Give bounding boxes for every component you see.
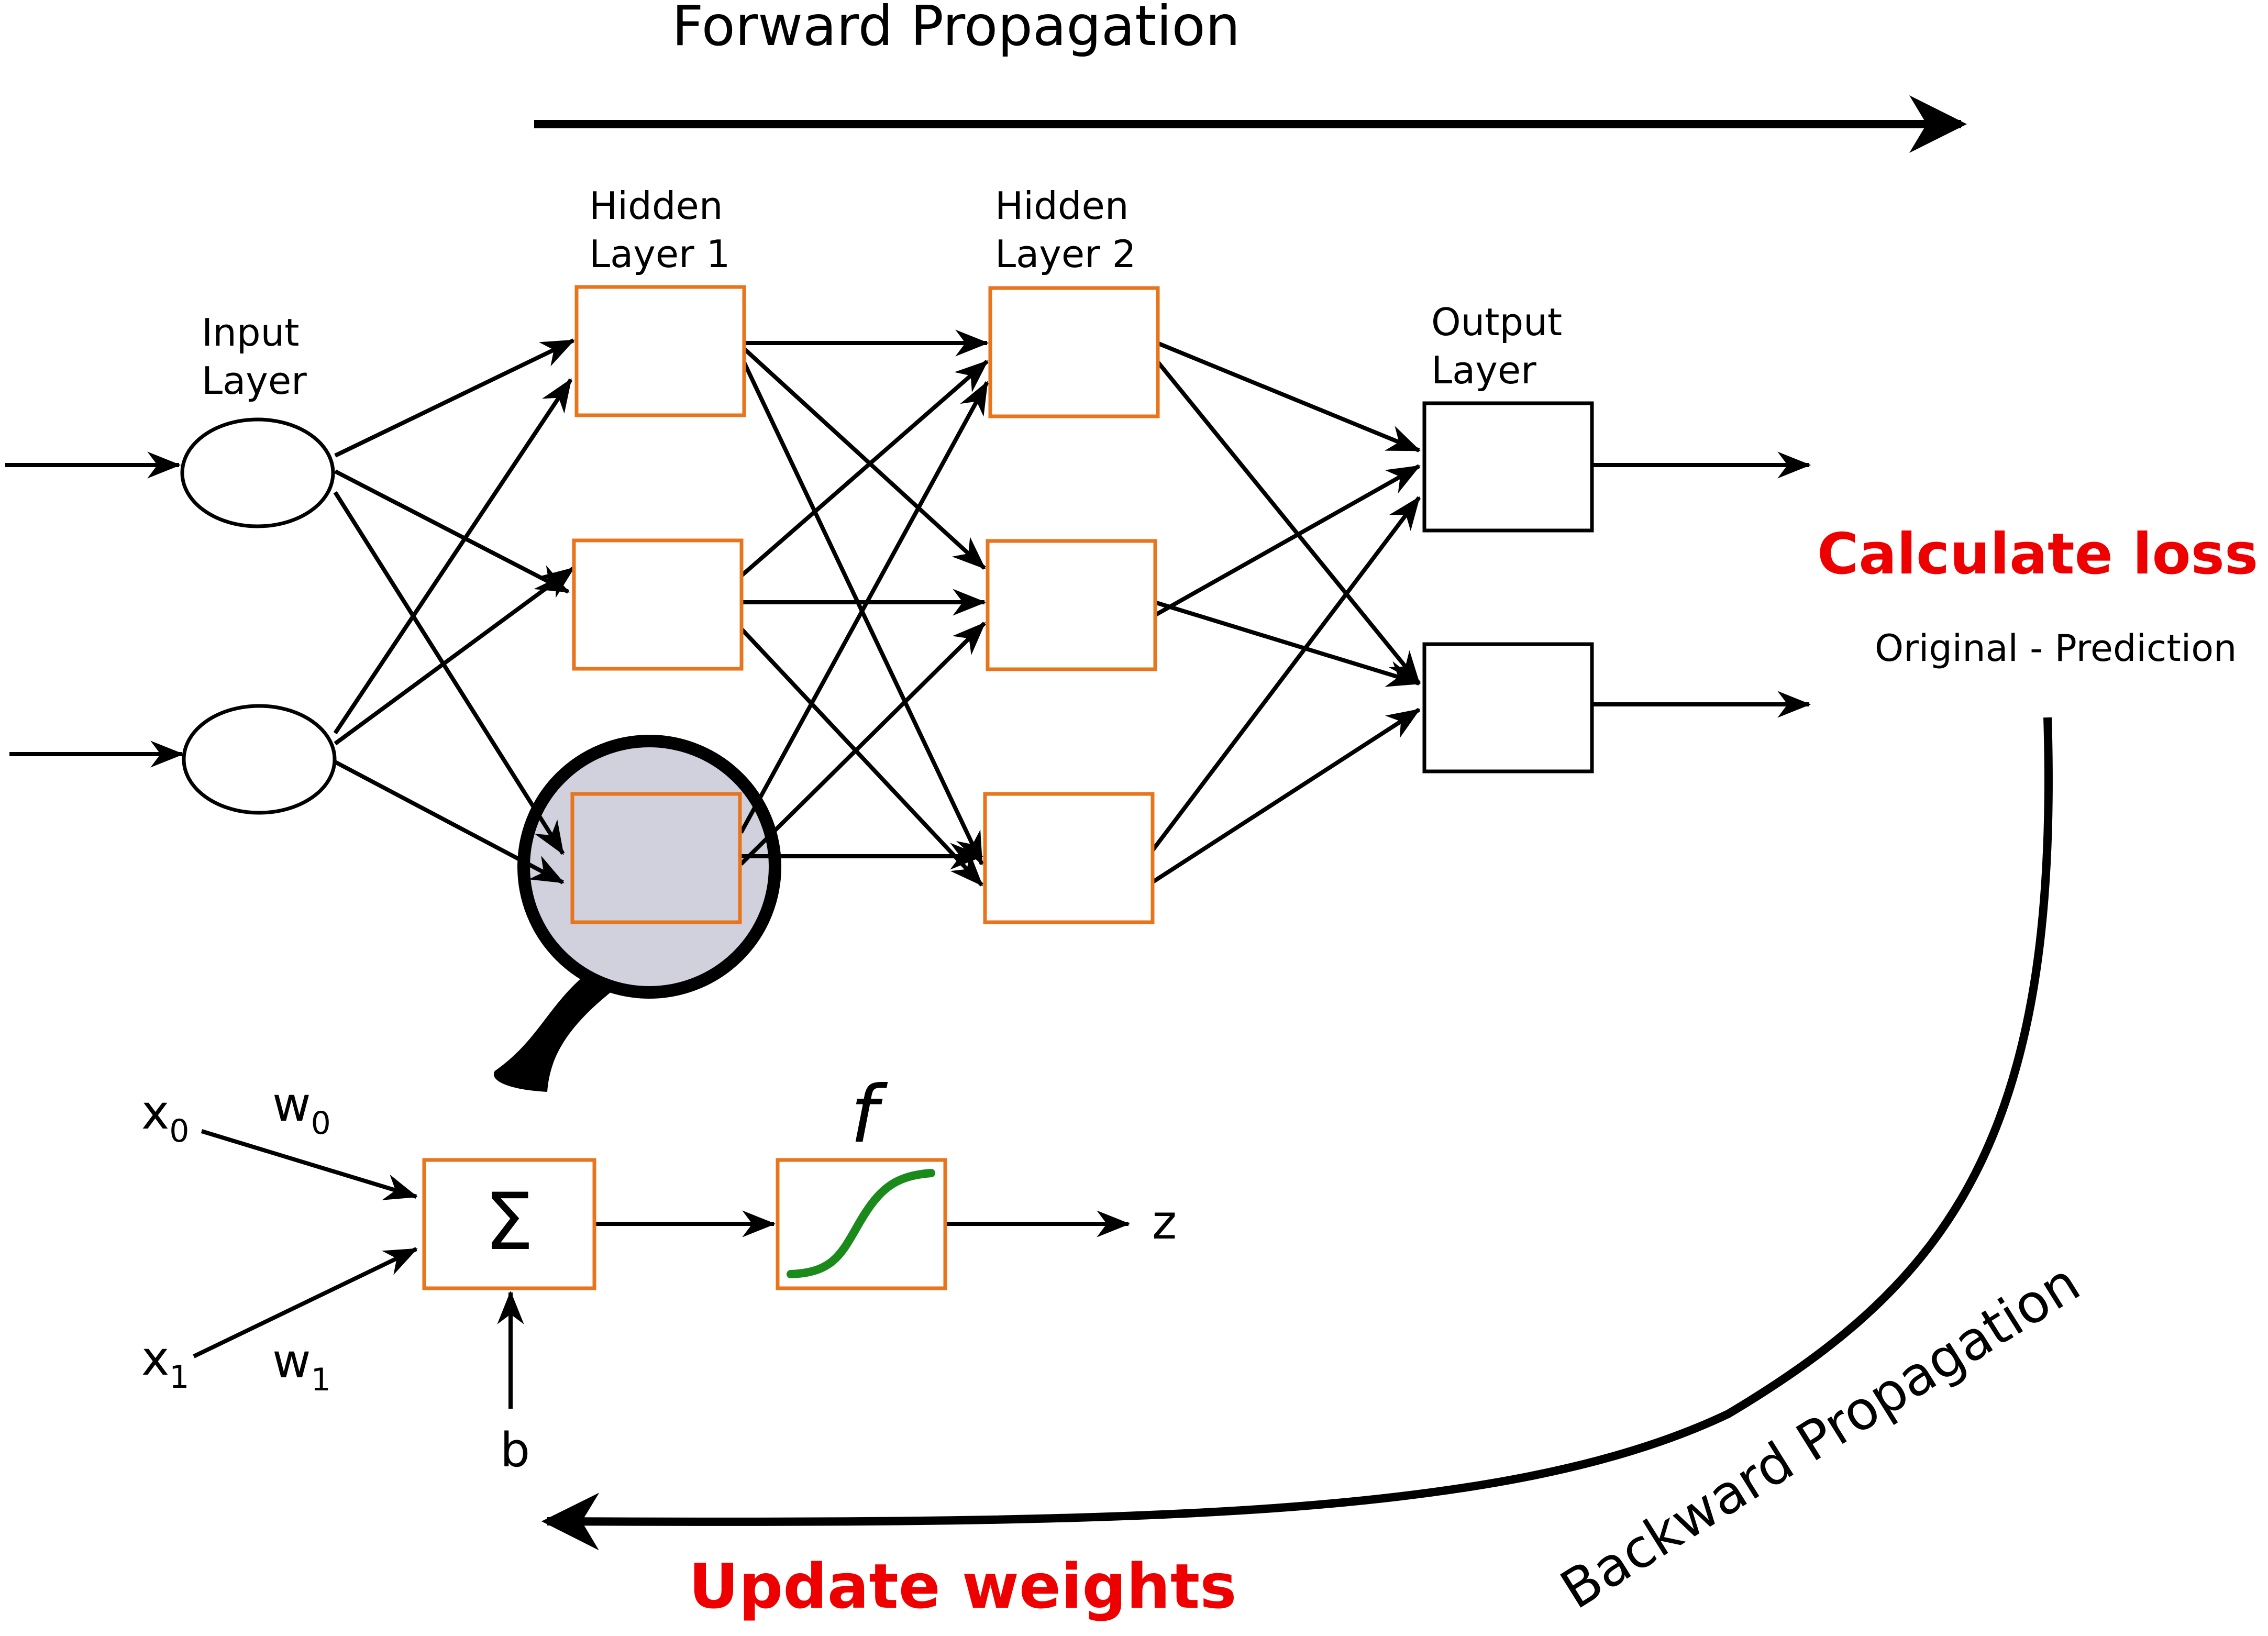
hidden-node	[986, 539, 1157, 671]
input-node	[182, 704, 337, 815]
svg-text:Layer: Layer	[202, 359, 307, 403]
input-x1-label: x1	[141, 1331, 189, 1396]
bias-label: b	[500, 1423, 530, 1478]
output-node	[1422, 642, 1594, 773]
network-connections	[5, 329, 1811, 887]
loss-formula: Original - Prediction	[1875, 627, 2237, 670]
hidden-node	[574, 285, 746, 417]
activation-function-label: f	[850, 1069, 888, 1160]
output-z-label: z	[1152, 1195, 1177, 1250]
weight-w1-label: w1	[272, 1334, 331, 1398]
svg-text:Input: Input	[202, 311, 299, 355]
svg-text:Output: Output	[1431, 300, 1562, 344]
sum-symbol: Σ	[484, 1177, 534, 1268]
sigmoid-curve	[787, 1169, 935, 1278]
output-layer-label: Output Layer	[1431, 300, 1562, 392]
hidden-layer-1-nodes	[570, 285, 746, 924]
input-layer-nodes	[180, 417, 337, 815]
hidden-node	[983, 792, 1155, 924]
hidden-node	[572, 538, 744, 671]
backward-propagation-title: Backward Propagation	[1550, 1252, 2090, 1621]
neuron-detail: Σ f x0 w0 x1 w1 b z	[141, 1069, 1177, 1478]
hidden-layer-1-label: Hidden Layer 1	[589, 184, 730, 276]
hidden-node-highlighted	[570, 792, 742, 924]
svg-text:Hidden: Hidden	[995, 184, 1129, 228]
hidden-node	[988, 286, 1160, 418]
forward-propagation-title: Forward Propagation	[672, 0, 1240, 58]
input-x0-label: x0	[141, 1085, 189, 1149]
svg-text:Layer 1: Layer 1	[589, 232, 730, 276]
sum-node	[422, 1158, 596, 1290]
hidden-layer-2-nodes	[983, 286, 1160, 924]
backward-arrow	[541, 717, 2053, 1551]
svg-text:Layer 2: Layer 2	[995, 232, 1136, 276]
output-layer-nodes	[1422, 401, 1594, 773]
input-layer-label: Input Layer	[202, 311, 307, 403]
svg-text:Hidden: Hidden	[589, 184, 723, 228]
output-node	[1422, 401, 1594, 533]
update-weights-label: Update weights	[689, 1550, 1237, 1622]
weight-w0-label: w0	[272, 1077, 331, 1142]
input-node	[180, 417, 335, 528]
calculate-loss-label: Calculate loss	[1817, 522, 2258, 587]
svg-text:Layer: Layer	[1431, 348, 1536, 392]
hidden-layer-2-label: Hidden Layer 2	[995, 184, 1136, 276]
